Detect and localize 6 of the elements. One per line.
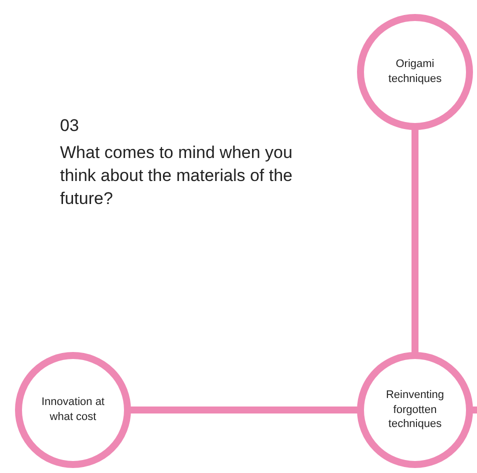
topic-text: Reinventing forgotten techniques xyxy=(384,388,446,432)
topic-text: Origami techniques xyxy=(387,57,443,87)
topic-text: Innovation at what cost xyxy=(40,395,106,425)
question-text: What comes to mind when you think about the materials of the future? xyxy=(60,142,294,210)
question-number: 03 xyxy=(60,116,79,136)
connector-line xyxy=(412,127,418,355)
